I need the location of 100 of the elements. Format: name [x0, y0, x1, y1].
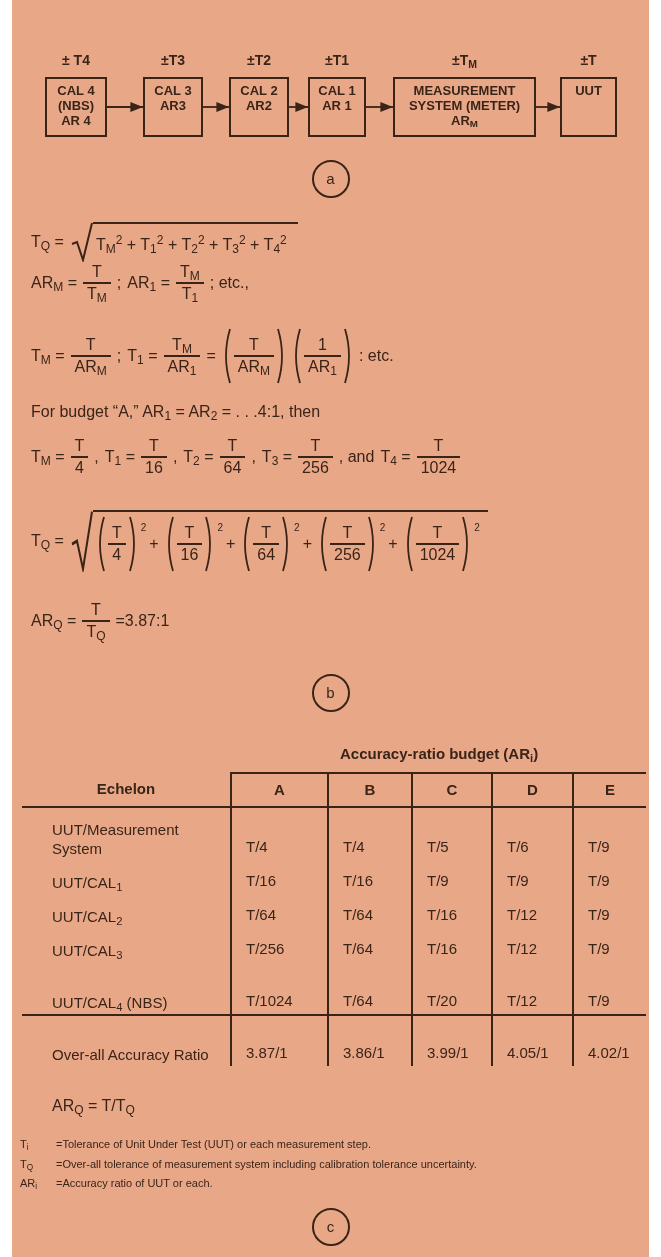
fraction-denominator: T$_{Q}$	[85, 621, 107, 642]
fraction-numerator: T	[309, 436, 322, 456]
math-text: T$_{M}$ =	[30, 346, 66, 368]
tolerance-label: ± T4	[61, 51, 91, 70]
row-header: UUT/CAL$_{4}$ (NBS)	[51, 993, 169, 1014]
value-cell: T/256	[230, 928, 327, 962]
value-cell: T/9	[491, 860, 572, 894]
tolerance-label: ±T2	[246, 51, 272, 70]
value-cell: T/16	[327, 860, 411, 894]
fraction-numerator: T	[73, 436, 86, 456]
formula-text: AR$_{Q}$ = T/T$_{Q}$	[52, 1096, 135, 1118]
math-text: ,	[250, 446, 257, 467]
row-header: UUT/CAL$_{3}$	[51, 941, 124, 962]
value-cell: T/64	[327, 962, 411, 1014]
math-text: +	[301, 534, 313, 554]
value-cell: T/9	[411, 860, 491, 894]
fraction-denominator: 256	[333, 544, 362, 565]
table-title: Accuracy-ratio budget (AR$_{i}$)	[340, 744, 539, 766]
math-text: AR$_{1}$ =	[126, 272, 171, 295]
column-header: B	[327, 772, 411, 808]
value-cell: T/16	[411, 928, 491, 962]
fraction-denominator: 16	[144, 457, 164, 478]
value-cell: 3.87/1	[230, 1014, 327, 1066]
fraction-numerator: T	[248, 335, 260, 356]
exponent: 2	[474, 521, 480, 535]
note-text: =Over-all tolerance of measurement system including calibration tolerance uncertainty.	[56, 1156, 478, 1172]
fraction-numerator: T	[183, 523, 196, 544]
fraction-denominator: 16	[179, 544, 200, 565]
value-cell: T/12	[491, 894, 572, 928]
fraction-denominator: T$_{M}$	[86, 283, 108, 304]
circled-letter: a	[311, 160, 350, 198]
math-text: T$_{2}$ =	[182, 446, 215, 469]
math-text: T$_{Q}$ =	[30, 232, 65, 254]
block-label: CAL 2 AR2	[239, 83, 279, 113]
math-text: +	[224, 534, 237, 554]
math-text: T$_{4}$ =	[379, 446, 412, 469]
arrow	[365, 101, 394, 113]
math-text: ;	[115, 272, 123, 293]
fraction-numerator: T	[432, 436, 445, 456]
fraction-denominator: 4	[111, 544, 123, 565]
value-cell: T/20	[411, 962, 491, 1014]
row-header: Over-all Accuracy Ratio	[22, 1014, 230, 1066]
math-text: , and	[337, 446, 376, 467]
arrow	[106, 101, 144, 113]
block-box	[45, 77, 107, 137]
math-text: : etc.	[357, 346, 395, 366]
value-cell: T/64	[327, 928, 411, 962]
value-cell: T/9	[572, 928, 646, 962]
block-box	[229, 77, 289, 137]
math-text: AR$_{Q}$ =	[30, 610, 78, 633]
fraction-numerator: T	[260, 523, 273, 544]
block-box	[560, 77, 617, 137]
value-cell: 3.99/1	[411, 1014, 491, 1066]
fraction-denominator: 1024	[419, 457, 458, 478]
math-text: AR$_{M}$ =	[30, 272, 79, 295]
block-box	[308, 77, 366, 137]
arrow	[288, 101, 309, 113]
fraction-numerator: T	[341, 523, 354, 544]
fraction-numerator: T	[431, 523, 444, 544]
fraction-numerator: T$_{M}$	[171, 335, 193, 356]
math-text: ;	[115, 346, 123, 366]
note-text: =Tolerance of Unit Under Test (UUT) or each measurement step.	[56, 1137, 372, 1152]
value-cell: T/9	[572, 808, 646, 860]
math-text: =3.87:1	[114, 610, 171, 631]
block-label: CAL 1 AR 1	[317, 83, 357, 113]
value-cell: T/12	[491, 928, 572, 962]
value-cell: 4.02/1	[572, 1014, 646, 1066]
fraction-numerator: T	[148, 436, 160, 456]
block-label: CAL 4 (NBS) AR 4	[56, 83, 96, 128]
fraction-denominator: 4	[74, 457, 85, 478]
fraction-numerator: T	[90, 600, 102, 620]
math-text: =	[205, 346, 217, 366]
math-text: ,	[171, 446, 179, 467]
block-label: CAL 3 AR3	[153, 83, 193, 113]
math-text: For budget “A,” AR$_{1}$ = AR$_{2}$ = . . .4:1, then	[30, 402, 322, 424]
row-header: UUT/CAL$_{2}$	[51, 907, 124, 928]
tolerance-label: ±T$_{M}$	[451, 51, 478, 71]
note-symbol: T$_{i}$	[20, 1137, 30, 1153]
math-text: ; etc.,	[208, 272, 250, 293]
column-header: D	[491, 772, 572, 808]
value-cell: T/9	[572, 962, 646, 1014]
value-cell: T/16	[411, 894, 491, 928]
column-header: E	[572, 772, 646, 808]
fraction-denominator: 1024	[418, 544, 457, 565]
fraction-numerator: T$_{M}$	[179, 262, 201, 282]
value-cell: T/5	[411, 808, 491, 860]
tolerance-label: ±T1	[324, 51, 350, 70]
value-cell: T/16	[230, 860, 327, 894]
value-cell: T/4	[230, 808, 327, 860]
math-text: T$_{3}$ =	[260, 446, 294, 469]
note-text: =Accuracy ratio of UUT or each.	[56, 1176, 214, 1191]
circled-letter: c	[311, 1208, 350, 1246]
math-text: T$_{M}$ =	[30, 446, 66, 469]
math-text: +	[387, 534, 399, 554]
fraction-numerator: T	[110, 523, 123, 544]
math-text: T$_{1}$ =	[103, 446, 137, 469]
exponent: 2	[379, 521, 386, 535]
arrow	[535, 101, 561, 113]
fraction-denominator: AR$_{1}$	[166, 356, 198, 377]
math-text: ,	[93, 446, 100, 467]
